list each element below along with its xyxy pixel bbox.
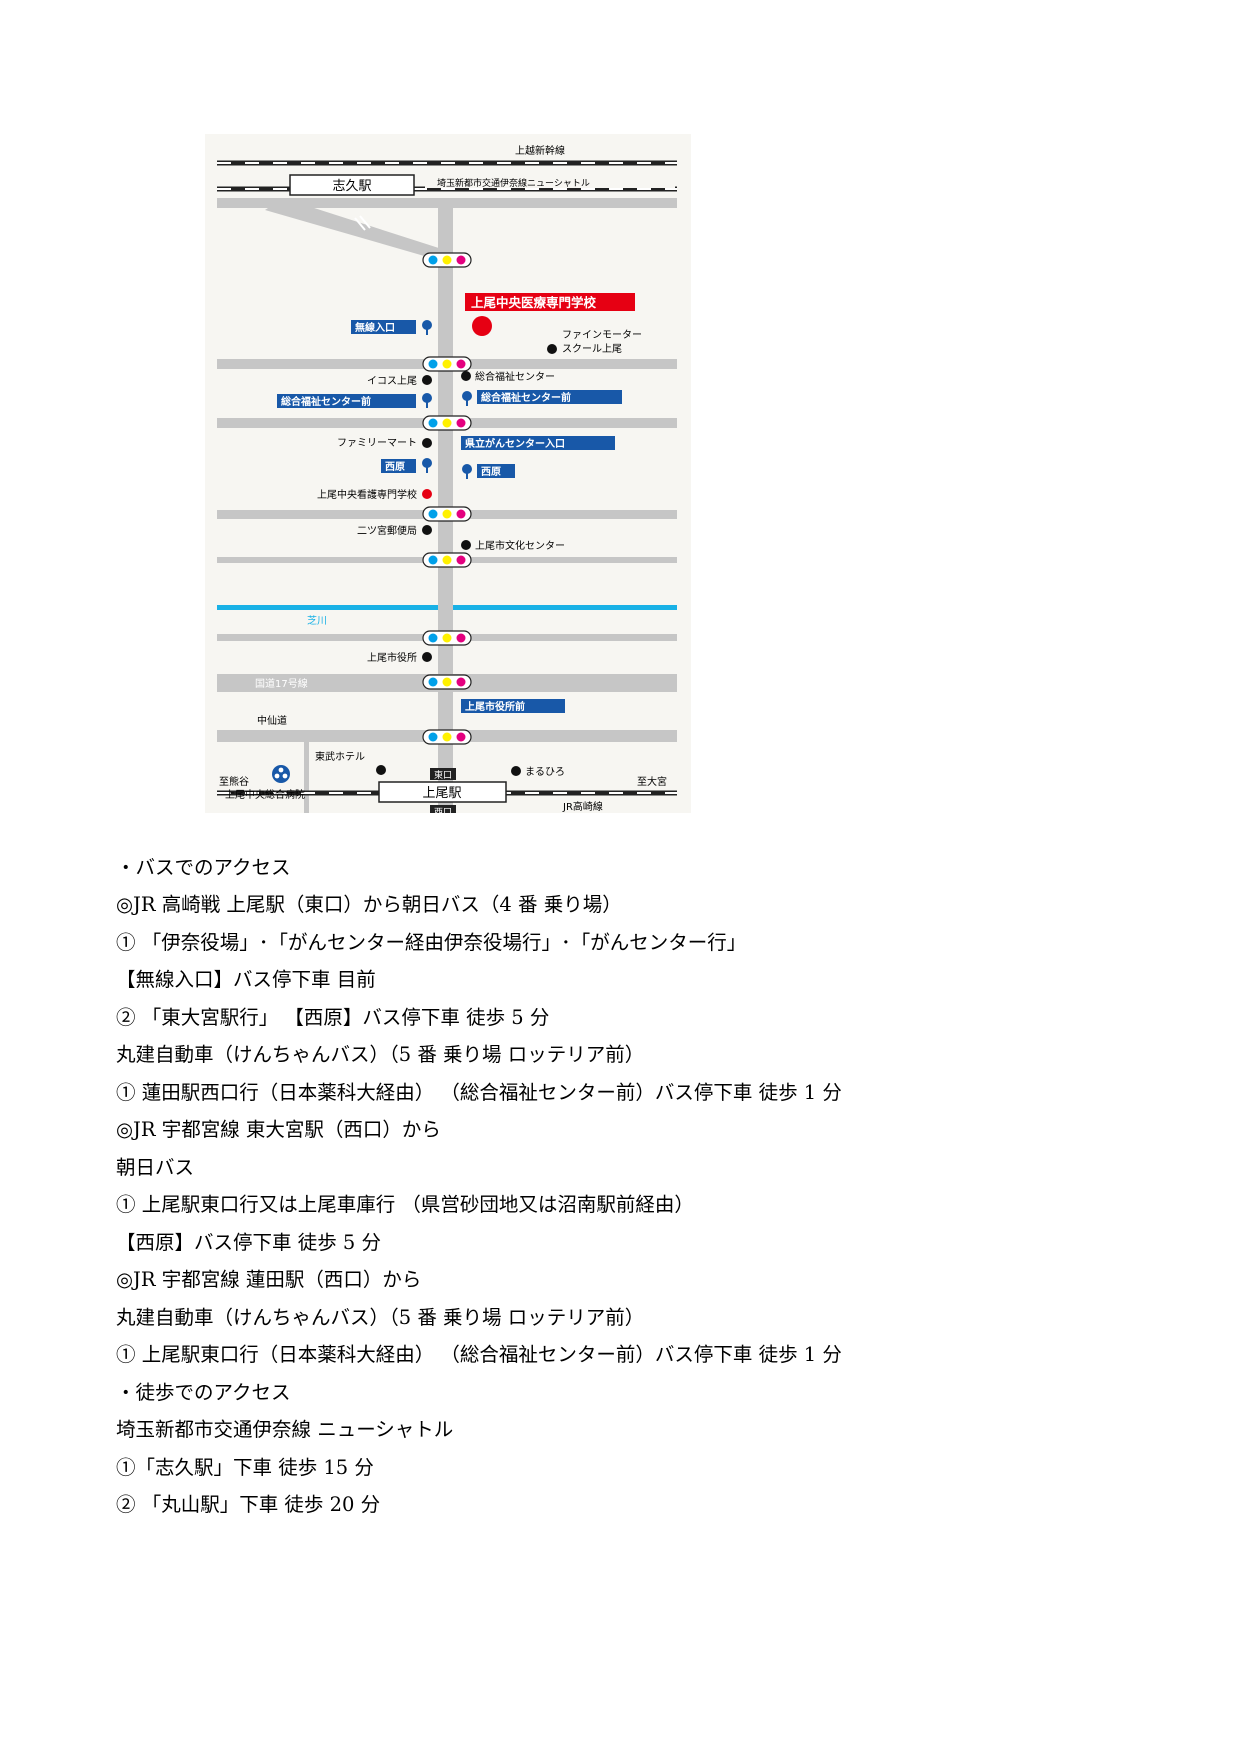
access-line: ①「志久駅」下車 徒歩 15 分 xyxy=(116,1456,374,1479)
access-line: 朝日バス xyxy=(116,1156,195,1179)
bus-stop-nishihara-left: 西原 xyxy=(385,461,405,473)
traffic-signal xyxy=(422,506,472,522)
access-line: ◎JR 宇都宮線 蓮田駅（西口）から xyxy=(116,1268,422,1291)
landmark-futatsumiya-post: 二ツ宮郵便局 xyxy=(357,524,417,537)
landmark-dot xyxy=(422,652,432,662)
bus-stop-icon xyxy=(422,458,432,473)
bus-stop-label-bg xyxy=(381,459,416,473)
to-kumagaya-label: 至熊谷 xyxy=(219,775,249,788)
landmark-hospital: 上尾中央総合病院 xyxy=(225,788,305,801)
landmark-dot xyxy=(376,765,386,775)
traffic-signal xyxy=(422,252,472,268)
bus-stop-icon xyxy=(422,393,432,408)
to-omiya-label: 至大宮 xyxy=(637,775,667,788)
bus-stop-icon xyxy=(422,320,432,335)
bus-stop-icon xyxy=(462,464,472,479)
landmark-dot xyxy=(422,525,432,535)
school-marker xyxy=(472,316,492,336)
traffic-signal xyxy=(422,674,472,690)
landmark-kango-school: 上尾中央看護専門学校 xyxy=(317,488,417,501)
access-line: ◎JR 宇都宮線 東大宮駅（西口）から xyxy=(116,1118,441,1141)
route17-label: 国道17号線 xyxy=(255,677,308,690)
access-line: 埼玉新都市交通伊奈線 ニューシャトル xyxy=(116,1418,454,1441)
main-road xyxy=(438,198,453,813)
access-line: ① 上尾駅東口行（日本薬科大経由） （総合福祉センター前）バス停下車 徒歩 1 … xyxy=(116,1343,842,1366)
landmark-ikosu-ageo: イコス上尾 xyxy=(367,375,417,387)
landmark-dot xyxy=(461,371,471,381)
west-exit-badge xyxy=(430,805,456,813)
bus-stop-sogo-fukushi-right: 総合福祉センター前 xyxy=(481,391,571,404)
traffic-signal xyxy=(422,415,472,431)
river-label: 芝川 xyxy=(307,614,327,627)
ageo-station-box xyxy=(378,781,507,803)
bus-stop-label-bg xyxy=(461,699,565,713)
bus-stop-nishihara-right: 西原 xyxy=(481,466,501,478)
traffic-signal xyxy=(422,552,472,568)
landmark-maruhiro: まるひろ xyxy=(525,766,565,778)
access-map: 上越新幹線 埼玉新都市交通伊奈線ニューシャトル 芝川 国道17号線 中仙道 JR… xyxy=(205,134,691,813)
landmark-bunka-center: 上尾市文化センター xyxy=(475,539,565,552)
east-exit-badge xyxy=(430,768,456,780)
access-line: ◎JR 高崎戦 上尾駅（東口）から朝日バス（4 番 乗り場） xyxy=(116,893,622,916)
shiku-station-label: 志久駅 xyxy=(332,179,371,194)
bus-stop-label-bg xyxy=(351,320,416,334)
shinkansen-label: 上越新幹線 xyxy=(515,144,565,157)
landmark-dot-red xyxy=(422,489,432,499)
bus-stop-musen-iriguchi: 無線入口 xyxy=(355,321,395,334)
access-line: ① 「伊奈役場」･「がんセンター経由伊奈役場行」･「がんセンター行」 xyxy=(116,931,747,954)
jr-takasaki-label: JR高崎線 xyxy=(562,800,603,813)
new-shuttle-label-bg xyxy=(425,176,675,188)
diagonal-road xyxy=(265,198,445,262)
road-break-mark xyxy=(354,217,366,231)
bus-stop-label-bg xyxy=(461,436,615,450)
access-line: 丸建自動車（けんちゃんバス）（5 番 乗り場 ロッテリア前） xyxy=(116,1306,645,1329)
nakasendo-label: 中仙道 xyxy=(257,714,287,727)
hospital-icon xyxy=(272,765,290,783)
bus-stop-label-bg xyxy=(477,390,622,404)
access-line: 丸建自動車（けんちゃんバス）（5 番 乗り場 ロッテリア前） xyxy=(116,1043,645,1066)
access-line: ② 「東大宮駅行」 【西原】バス停下車 徒歩 5 分 xyxy=(116,1006,550,1029)
landmark-family-mart: ファミリーマート xyxy=(337,438,417,449)
access-line: ・バスでのアクセス xyxy=(116,856,291,879)
traffic-signal xyxy=(422,729,472,745)
bus-stop-sogo-fukushi-left: 総合福祉センター前 xyxy=(281,395,371,408)
landmark-city-hall: 上尾市役所 xyxy=(367,651,417,664)
landmark-dot xyxy=(461,540,471,550)
road-break-mark xyxy=(359,215,371,229)
access-line: ② 「丸山駅」下車 徒歩 20 分 xyxy=(116,1493,381,1516)
landmark-dot xyxy=(511,766,521,776)
side-road xyxy=(304,738,309,813)
east-exit-label: 東口 xyxy=(434,769,452,781)
ageo-station-label: 上尾駅 xyxy=(422,786,461,801)
landmark-dot xyxy=(422,375,432,385)
landmark-fine-motor-1: ファインモーター xyxy=(562,329,642,341)
access-line: 【西原】バス停下車 徒歩 5 分 xyxy=(116,1231,382,1254)
access-line: 【無線入口】バス停下車 目前 xyxy=(116,968,376,991)
landmark-fine-motor-2: スクール上尾 xyxy=(562,343,622,355)
landmark-dot xyxy=(547,344,557,354)
shiku-station-box xyxy=(289,174,415,196)
access-line: ① 上尾駅東口行又は上尾車庫行 （県営砂団地又は沼南駅前経由） xyxy=(116,1193,694,1216)
access-line: ① 蓮田駅西口行（日本薬科大経由） （総合福祉センター前）バス停下車 徒歩 1 … xyxy=(116,1081,842,1104)
new-shuttle-label: 埼玉新都市交通伊奈線ニューシャトル xyxy=(437,177,590,189)
traffic-signal xyxy=(422,630,472,646)
bus-stop-icon xyxy=(462,391,472,406)
bus-stop-label-bg xyxy=(277,394,416,408)
access-line: ・徒歩でのアクセス xyxy=(116,1381,291,1404)
west-exit-label: 西口 xyxy=(434,807,452,813)
traffic-signal xyxy=(422,356,472,372)
landmark-dot xyxy=(422,438,432,448)
school-label: 上尾中央医療専門学校 xyxy=(471,295,597,310)
school-label-bg xyxy=(465,293,635,311)
landmark-sogo-fukushi-center: 総合福祉センター xyxy=(475,370,555,383)
bus-stop-kenritsu-gan: 県立がんセンター入口 xyxy=(465,437,565,450)
hospital-marker: 上尾中央総合病院 xyxy=(225,765,305,801)
landmark-tobu-hotel: 東武ホテル xyxy=(315,750,365,763)
bus-stop-shiyakusho-mae: 上尾市役所前 xyxy=(465,700,525,713)
bus-stop-label-bg xyxy=(477,464,515,478)
